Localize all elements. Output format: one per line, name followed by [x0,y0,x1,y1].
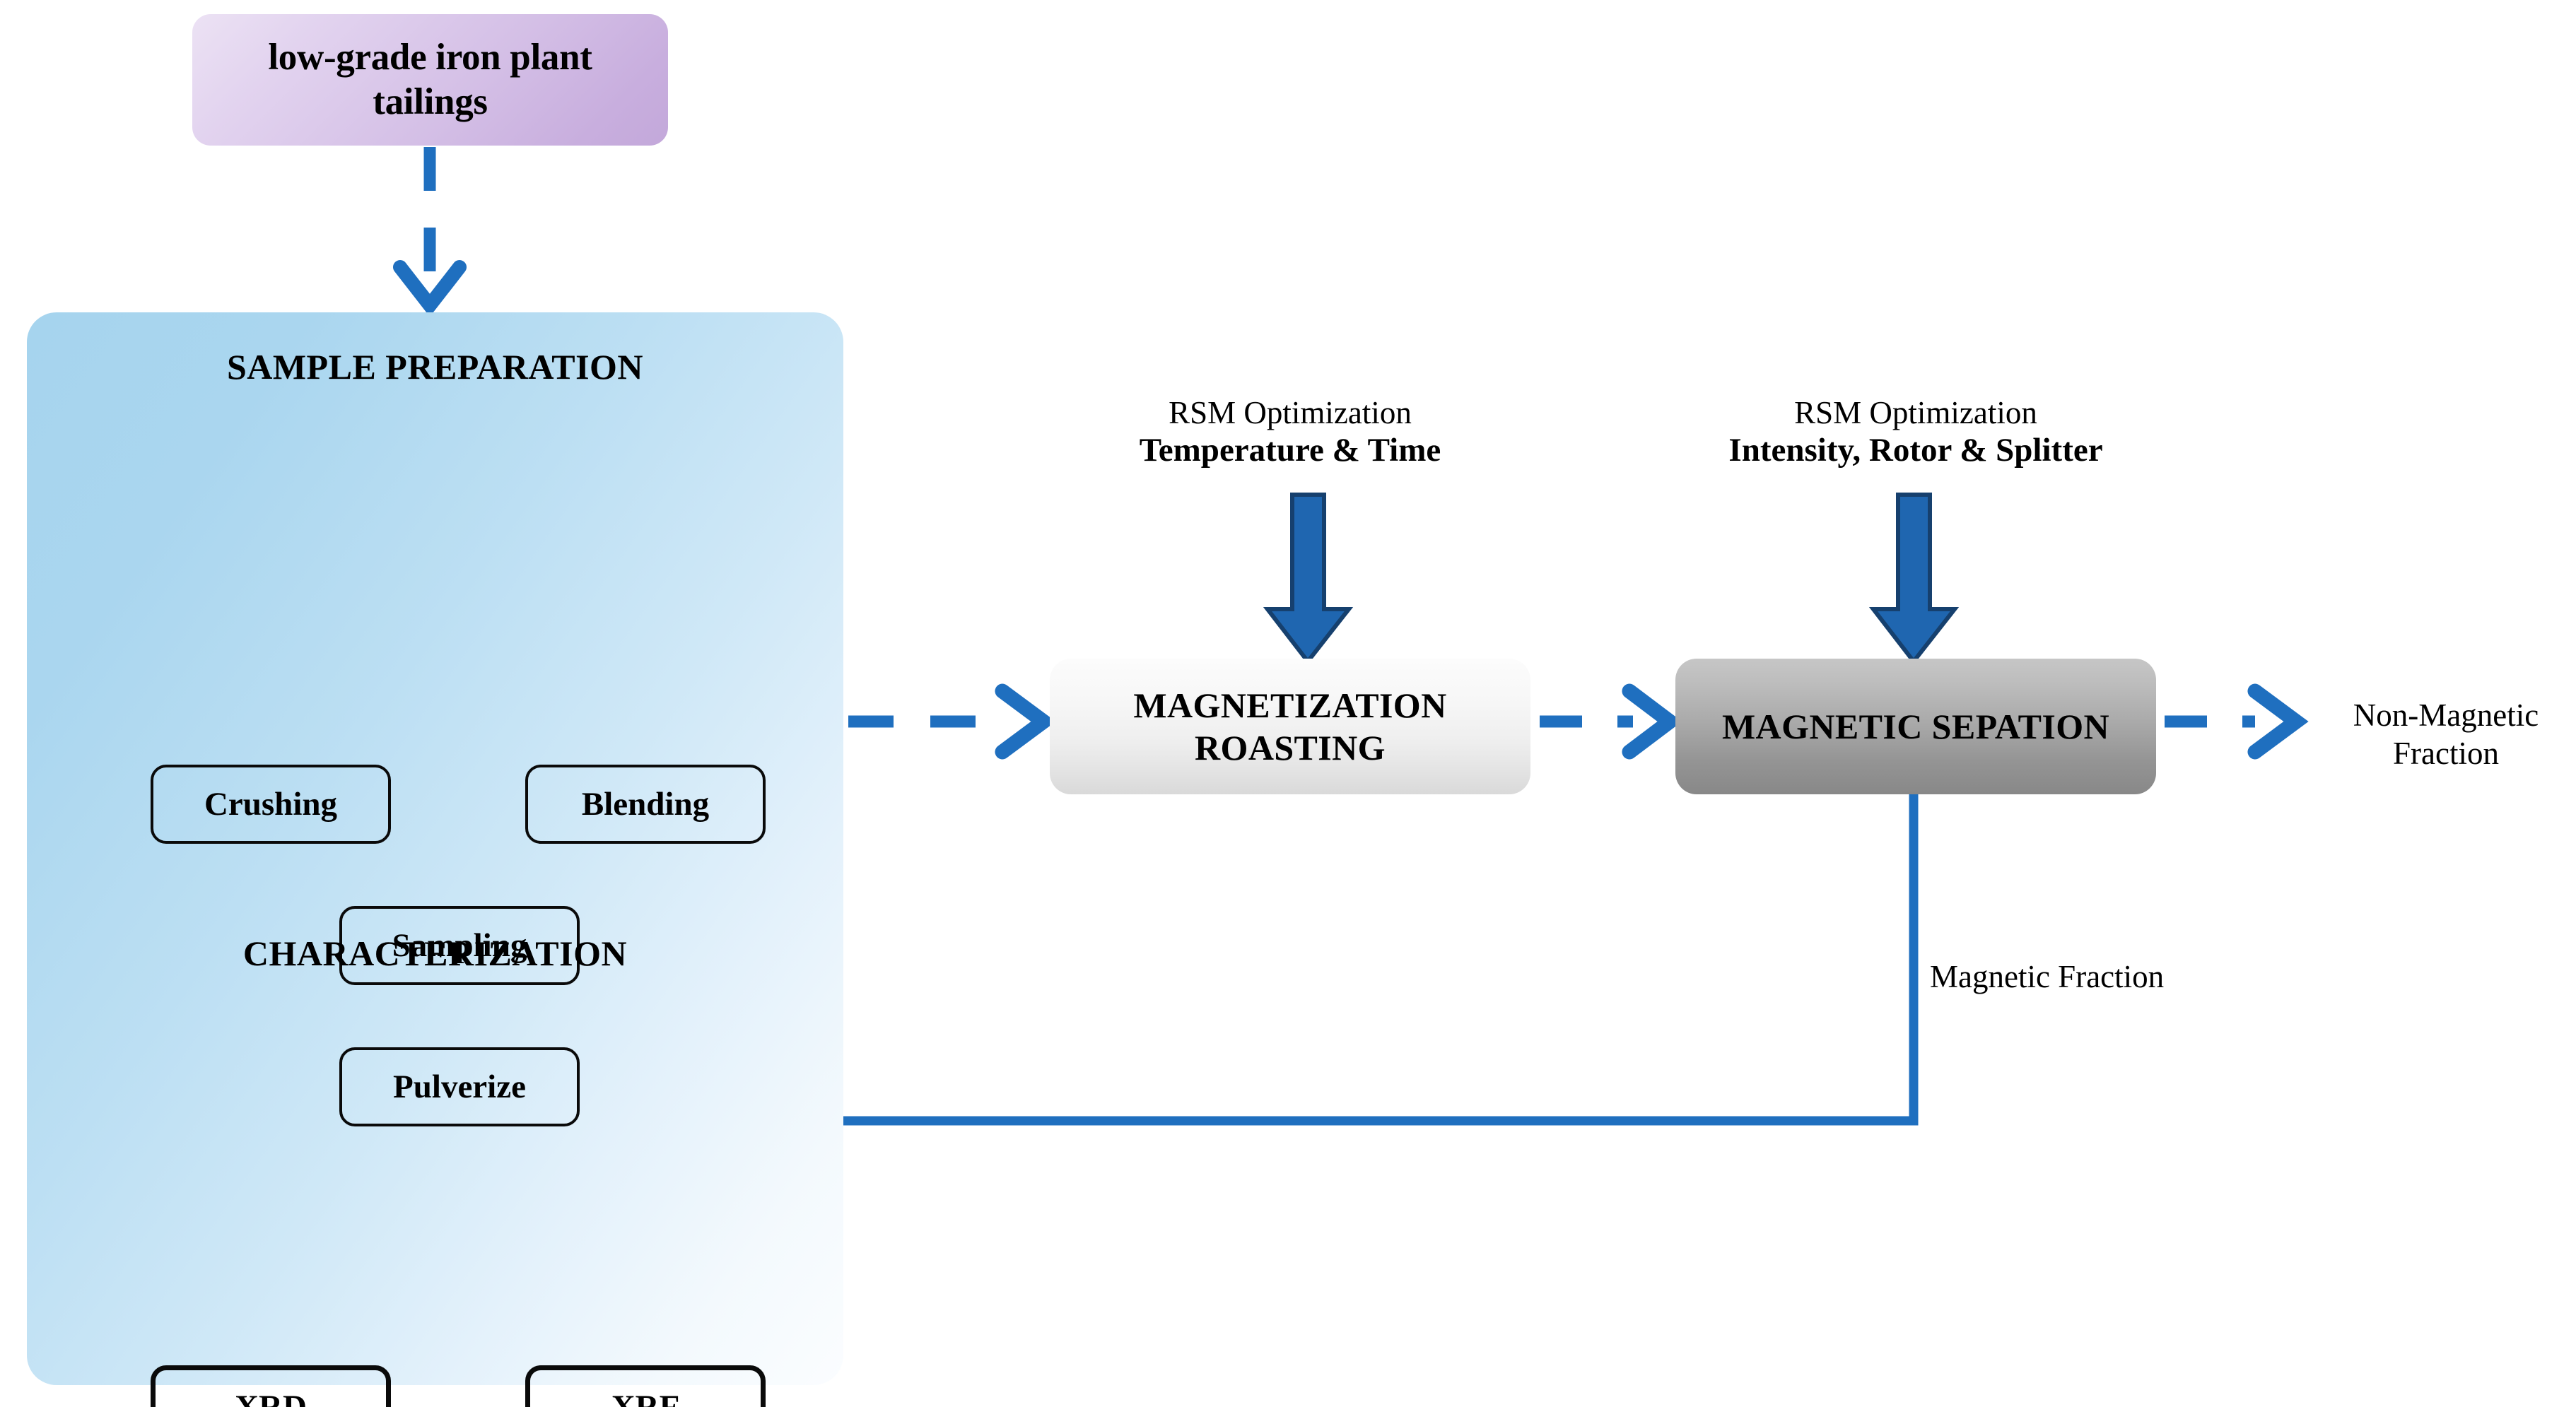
chip-pulverize[interactable]: Pulverize [339,1047,580,1126]
non-magnetic-fraction-label: Non-Magnetic Fraction [2353,697,2539,771]
chip-xrf[interactable]: XRF [525,1365,766,1407]
rsm-separation-line1: RSM Optimization [1794,395,2037,430]
chip-xrd-label: XRD [235,1389,307,1407]
magnetic-separation-label: MAGNETIC SEPATION [1721,707,2110,746]
chip-sampling[interactable]: Sampling [339,906,580,985]
block-arrow-down-roasting [1263,493,1354,665]
sample-preparation-panel: SAMPLE PREPARATION Crushing Blending Sam… [27,312,843,1407]
chip-pulverize-label: Pulverize [393,1069,526,1105]
chip-xrd[interactable]: XRD [151,1365,391,1407]
characterization-heading: CHARACTERIZATION [242,934,628,973]
connector-magnetic-fraction-recycle [733,794,1919,1157]
block-arrow-down-separation [1868,493,1960,665]
source-material-box[interactable]: low-grade iron plant tailings [192,14,668,146]
magnetization-roasting-label: MAGNETIZATION ROASTING [1133,685,1447,767]
rsm-separation-line2: Intensity, Rotor & Splitter [1728,432,2103,469]
connector-source-to-panel [393,147,467,317]
magnetization-roasting-box[interactable]: MAGNETIZATION ROASTING [1050,659,1530,794]
chip-blending[interactable]: Blending [525,765,766,844]
source-material-label: low-grade iron plant tailings [268,37,592,122]
chip-blending-label: Blending [581,786,710,823]
sample-preparation-heading: SAMPLE PREPARATION [226,347,644,387]
chip-crushing[interactable]: Crushing [151,765,391,844]
magnetic-fraction-label: Magnetic Fraction [1930,959,2165,994]
chip-sampling-label: Sampling [392,927,527,964]
rsm-roasting-line2: Temperature & Time [1139,432,1441,469]
connector-separation-to-nonmagnetic [2165,683,2309,760]
chip-crushing-label: Crushing [204,786,338,823]
magnetic-separation-box[interactable]: MAGNETIC SEPATION [1675,659,2156,794]
connector-roasting-to-separation [1540,683,1682,760]
connector-panel-to-roasting [848,683,1056,760]
rsm-note-separation: RSM Optimization Intensity, Rotor & Spli… [1654,394,2177,470]
rsm-roasting-line1: RSM Optimization [1169,395,1412,430]
rsm-note-roasting: RSM Optimization Temperature & Time [1050,394,1530,470]
chip-xrf-label: XRF [611,1389,680,1407]
